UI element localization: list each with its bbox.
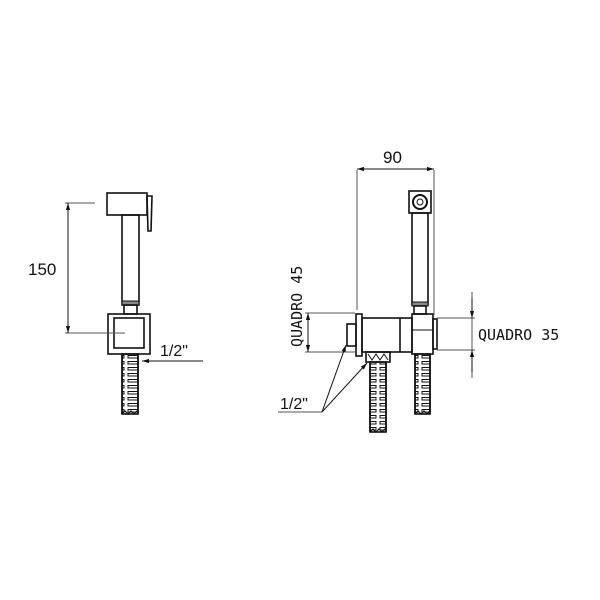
right-hose bbox=[414, 353, 431, 415]
valve-body bbox=[361, 317, 413, 353]
shower-handle bbox=[411, 212, 429, 306]
hose bbox=[121, 353, 139, 415]
right-dimensions bbox=[278, 166, 475, 413]
square-shower-head bbox=[408, 190, 432, 214]
quadro-45-label: QUADRO 45 bbox=[288, 266, 306, 347]
sprayer-head bbox=[106, 192, 148, 216]
height-dimension-label: 150 bbox=[28, 260, 56, 279]
quadro-35-label: QUADRO 35 bbox=[478, 326, 559, 344]
width-dimension-label: 90 bbox=[383, 148, 402, 167]
left-connection-label: 1/2" bbox=[160, 343, 188, 360]
sprayer-handle bbox=[121, 214, 140, 306]
left-view bbox=[106, 192, 153, 415]
right-view bbox=[346, 190, 438, 433]
left-hose bbox=[369, 361, 387, 433]
wall-flange bbox=[355, 313, 363, 357]
right-connection-label: 1/2" bbox=[280, 396, 308, 413]
trigger-lever bbox=[146, 195, 153, 232]
left-dimensions bbox=[65, 202, 203, 364]
right-holder bbox=[411, 313, 434, 355]
